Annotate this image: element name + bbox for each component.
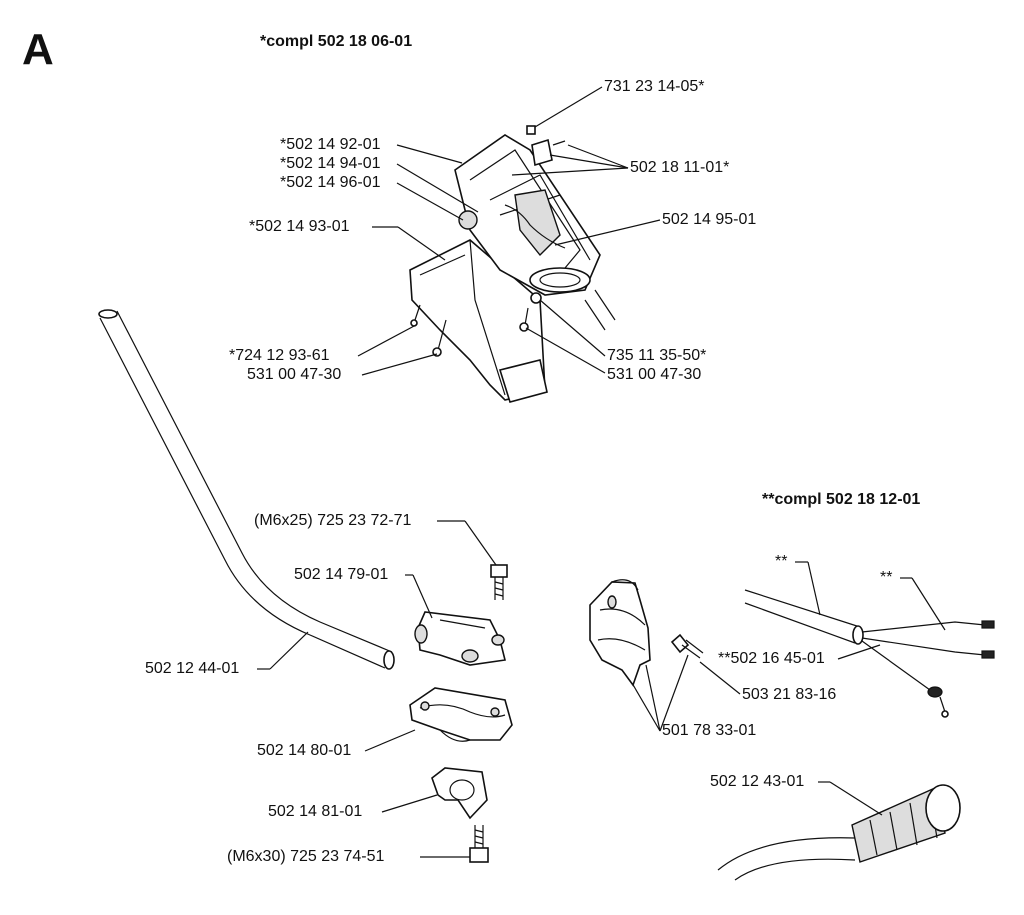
part-label: 735 11 35-50*: [607, 347, 707, 364]
bolt-m6x25: [490, 564, 508, 600]
bracket: [589, 579, 651, 687]
part-label: *724 12 93-61: [229, 347, 330, 364]
bolt-m6x30: [469, 825, 489, 863]
throttle-handle-assembly: [409, 125, 616, 403]
handle-grip: [717, 784, 961, 881]
part-label: (M6x25) 725 23 72-71: [254, 512, 412, 529]
part-label: (M6x30) 725 23 74-51: [227, 848, 385, 865]
part-label: 531 00 47-30: [247, 366, 342, 383]
part-label: 502 14 81-01: [268, 803, 363, 820]
part-label: 502 14 95-01: [662, 211, 757, 228]
clamp-middle: [409, 687, 513, 742]
part-label: **502 16 45-01: [718, 650, 825, 667]
clamp-upper: [414, 611, 506, 666]
handle-tube: [98, 309, 395, 670]
part-label: 502 14 80-01: [257, 742, 352, 759]
part-label: **: [775, 553, 788, 570]
part-label: *502 14 94-01: [280, 155, 381, 172]
leader-lines: [257, 86, 946, 858]
part-label: 731 23 14-05*: [604, 78, 705, 95]
part-label: *502 14 93-01: [249, 218, 350, 235]
part-label: *502 14 92-01: [280, 136, 381, 153]
wiring-kit-title: **compl 502 18 12-01: [762, 491, 921, 508]
clamp-lower: [431, 767, 488, 820]
part-label: 502 18 11-01*: [630, 159, 730, 176]
part-label: 502 12 43-01: [710, 773, 805, 790]
part-label: *502 14 96-01: [280, 174, 381, 191]
part-label: **: [880, 569, 893, 586]
part-label: 531 00 47-30: [607, 366, 702, 383]
part-label: 502 12 44-01: [145, 660, 240, 677]
part-label: 502 14 79-01: [294, 566, 389, 583]
part-label: 503 21 83-16: [742, 686, 837, 703]
handle-kit-title: *compl 502 18 06-01: [260, 33, 413, 50]
part-label: 501 78 33-01: [662, 722, 757, 739]
cable: [744, 589, 995, 718]
screw: [670, 633, 704, 659]
section-letter: A: [22, 25, 54, 74]
